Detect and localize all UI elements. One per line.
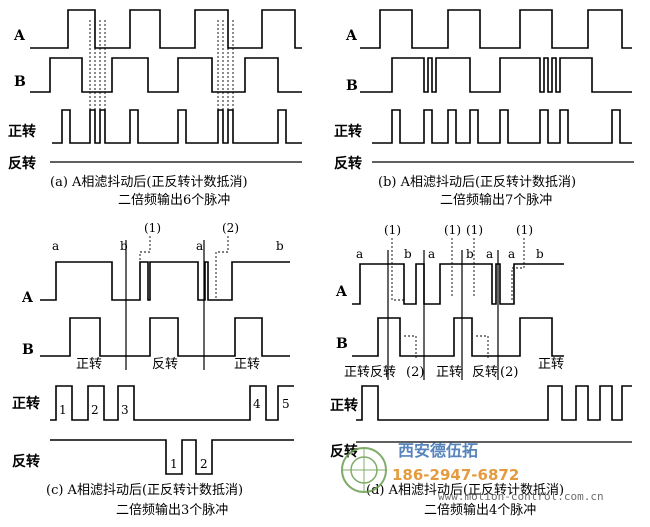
marker-lines (387, 250, 499, 380)
rev-pulse-1: 1 (170, 457, 178, 471)
waveform-reverse (50, 439, 294, 475)
marker-b3: b (536, 247, 544, 261)
marker-a3: a (486, 247, 493, 261)
marker-a2: a (428, 247, 435, 261)
marker-a1: a (356, 247, 363, 261)
label-forward: 正转 (8, 123, 36, 140)
waveform-A (30, 9, 302, 49)
label-reverse: 反转 (12, 453, 40, 470)
marker-b1: b (404, 247, 412, 261)
label-B: B (346, 78, 358, 94)
label-A: A (335, 284, 348, 300)
watermark-phone: 186-2947-6872 (392, 466, 519, 484)
waveform-forward (372, 109, 632, 144)
marker-1a: (1) (384, 223, 401, 237)
caption-a-line2: 二倍频输出6个脉冲 (118, 192, 230, 208)
pulse-2: 2 (91, 403, 99, 417)
label-A: A (21, 290, 34, 306)
dir-forward: 正转 (436, 365, 462, 380)
rev-pulse-2: 2 (200, 457, 208, 471)
dir-mark-2a: (2) (406, 365, 424, 380)
waveform-B (352, 317, 564, 357)
caption-d-line2: 二倍频输出4个脉冲 (424, 502, 536, 518)
dir-reverse: 反转 (152, 357, 178, 372)
marker-a2: a (196, 239, 203, 253)
dir-reverse: 反转 (472, 365, 498, 380)
watermark-logo-icon (341, 447, 387, 493)
panel-d: a b a b a a b (1) (1) (1) (1) A B 正转反转 (… (330, 223, 632, 518)
pulse-1: 1 (59, 403, 67, 417)
marker-2: (2) (222, 221, 239, 235)
label-forward: 正转 (12, 395, 40, 412)
dir-mark-2b: (2) (500, 365, 518, 380)
caption-d-line1: (d) A相滤抖动后(正反转计数抵消) (366, 483, 564, 498)
waveform-forward (356, 385, 632, 421)
panel-c: a b a b (1) (2) A B 正转 反转 正转 正转 1 2 3 4 … (12, 221, 294, 518)
label-B: B (14, 74, 26, 90)
caption-c-line2: 二倍频输出3个脉冲 (116, 502, 228, 518)
marker-lines (125, 240, 205, 370)
caption-b-line1: (b) A相滤抖动后(正反转计数抵消) (378, 175, 576, 190)
dir-forward-1: 正转 (76, 357, 102, 372)
waveform-forward (50, 385, 294, 421)
caption-c-line1: (c) A相滤抖动后(正反转计数抵消) (46, 483, 243, 498)
dir-forward-reverse: 正转反转 (344, 365, 396, 380)
marker-b1: b (120, 239, 128, 253)
label-B: B (336, 336, 348, 352)
panel-b: A B 正转 反转 (b) A相滤抖动后(正反转计数抵消) 二倍频输出7个脉冲 (334, 9, 634, 208)
marker-1d: (1) (516, 223, 533, 237)
waveform-A (40, 261, 290, 301)
marker-1c: (1) (466, 223, 483, 237)
marker-b2: b (276, 239, 284, 253)
marker-a1: a (52, 239, 59, 253)
label-forward: 正转 (334, 123, 362, 140)
label-reverse: 反转 (330, 443, 358, 460)
pulse-3: 3 (121, 403, 129, 417)
pulse-4: 4 (253, 397, 261, 411)
label-reverse: 反转 (334, 155, 362, 172)
watermark-company: 西安德伍拓 (398, 441, 478, 460)
waveform-A (360, 9, 632, 49)
waveform-forward (52, 109, 302, 144)
caption-a-line1: (a) A相滤抖动后(正反转计数抵消) (50, 175, 248, 190)
waveform-A (352, 263, 564, 305)
marker-1: (1) (144, 221, 161, 235)
marker-b2: b (466, 247, 474, 261)
waveform-B (360, 57, 632, 93)
caption-b-line2: 二倍频输出7个脉冲 (440, 192, 552, 208)
watermark: 西安德伍拓 186-2947-6872 www.motion-control.c… (341, 441, 604, 503)
pulse-5: 5 (282, 397, 290, 411)
waveform-B (40, 317, 290, 357)
dir-forward-2: 正转 (538, 357, 564, 372)
label-A: A (13, 28, 26, 44)
label-reverse: 反转 (8, 155, 36, 172)
watermark-url: www.motion-control.com.cn (438, 490, 604, 503)
panel-a: A B 正转 反转 (a) A相滤抖动后(正反转计数抵消) 二倍频输出6个脉冲 (8, 9, 302, 208)
label-B: B (22, 342, 34, 358)
label-A: A (345, 28, 358, 44)
waveform-B (30, 57, 302, 93)
marker-leaders (391, 238, 525, 360)
label-forward: 正转 (330, 397, 358, 414)
dir-forward-2: 正转 (234, 357, 260, 372)
marker-a4: a (508, 247, 515, 261)
jitter-guides (89, 20, 234, 142)
marker-leaders (139, 236, 229, 300)
marker-1b: (1) (444, 223, 461, 237)
